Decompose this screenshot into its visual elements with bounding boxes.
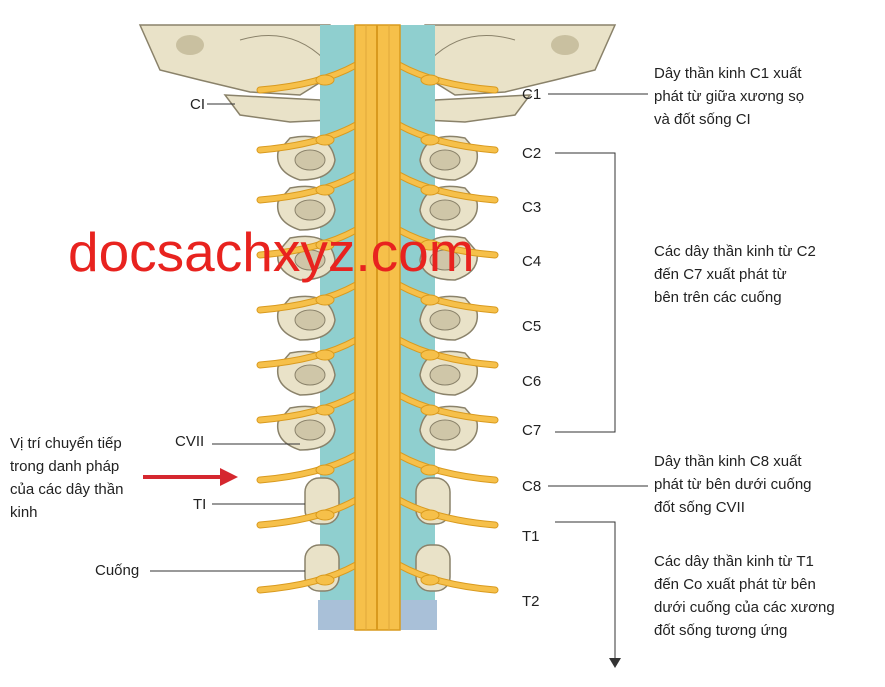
label-cvii: CVII xyxy=(175,433,205,450)
vertebra-foramen-left-5 xyxy=(294,309,326,331)
ganglion-left-9 xyxy=(315,574,335,586)
ganglion-right-0 xyxy=(420,74,440,86)
ganglion-right-5 xyxy=(420,349,440,361)
vertebra-foramen-right-6 xyxy=(429,364,461,386)
nerve-left-1 xyxy=(257,122,359,153)
vertebra-foramen-left-7 xyxy=(294,419,326,441)
label-ti: TI xyxy=(193,496,207,513)
nerve-right-8 xyxy=(396,497,498,528)
note-transition: Vị trí chuyển tiếp trong danh pháp của c… xyxy=(10,435,124,521)
vertebra-foramen-left-2 xyxy=(294,149,326,171)
nerve-right-7 xyxy=(396,452,498,483)
note-c1: Dây thần kinh C1 xuất phát từ giữa xương… xyxy=(654,65,805,128)
ganglion-left-4 xyxy=(315,294,335,306)
nerve-right-9 xyxy=(396,562,498,593)
label-c1: C1 xyxy=(522,86,542,103)
watermark: docsachxyz.com xyxy=(68,221,475,283)
label-t1: T1 xyxy=(522,528,540,545)
ganglion-left-5 xyxy=(315,349,335,361)
nerve-left-3 xyxy=(257,227,359,258)
nerve-right-0 xyxy=(396,62,498,93)
vertebra-foramen-left-6 xyxy=(294,364,326,386)
label-ci: CI xyxy=(190,96,205,113)
label-c2: C2 xyxy=(522,145,542,162)
leader-lines xyxy=(150,93,648,660)
nerve-right-2 xyxy=(396,172,498,203)
note-t1-co: Các dây thần kinh từ T1 đến Co xuất phát… xyxy=(654,553,835,639)
nerve-left-9 xyxy=(257,562,359,593)
label-c3: C3 xyxy=(522,199,542,216)
nerve-left-7 xyxy=(257,452,359,483)
ganglion-right-4 xyxy=(420,294,440,306)
nerve-left-2 xyxy=(257,172,359,203)
ganglion-left-1 xyxy=(315,134,335,146)
skull-base xyxy=(138,24,617,96)
ganglion-left-7 xyxy=(315,464,335,476)
nerve-left-6 xyxy=(257,392,359,423)
vertebra-foramen-right-2 xyxy=(429,149,461,171)
nerve-left-4 xyxy=(257,282,359,313)
transition-arrow xyxy=(143,468,238,486)
ganglion-right-9 xyxy=(420,574,440,586)
ganglion-right-7 xyxy=(420,464,440,476)
ganglion-right-2 xyxy=(420,184,440,196)
ganglion-left-6 xyxy=(315,404,335,416)
nerve-left-0 xyxy=(257,62,359,93)
nerve-left-5 xyxy=(257,337,359,368)
ganglion-left-8 xyxy=(315,509,335,521)
nerve-left-8 xyxy=(257,497,359,528)
label-c4: C4 xyxy=(522,253,542,270)
label-c8: C8 xyxy=(522,478,542,495)
nerve-right-3 xyxy=(396,227,498,258)
vertebra-foramen-right-7 xyxy=(429,419,461,441)
ganglion-right-1 xyxy=(420,134,440,146)
spinal-nerve-roots xyxy=(256,61,499,594)
vertebra-foramen-left-3 xyxy=(294,199,326,221)
ganglion-right-8 xyxy=(420,509,440,521)
ganglion-left-3 xyxy=(315,239,335,251)
note-c2-c7: Các dây thần kinh từ C2 đến C7 xuất phát… xyxy=(654,243,816,306)
note-c8: Dây thần kinh C8 xuất phát từ bên dưới c… xyxy=(654,453,812,516)
ganglion-right-6 xyxy=(420,404,440,416)
vertebra-foramen-right-3 xyxy=(429,199,461,221)
label-t2: T2 xyxy=(522,593,540,610)
label-c7: C7 xyxy=(522,422,542,439)
down-arrow-head xyxy=(609,658,621,668)
vertebra-foramen-right-5 xyxy=(429,309,461,331)
nerve-right-6 xyxy=(396,392,498,423)
label-pedicle: Cuống xyxy=(95,562,140,579)
nerve-right-1 xyxy=(396,122,498,153)
ganglion-left-2 xyxy=(315,184,335,196)
label-c5: C5 xyxy=(522,318,542,335)
label-c6: C6 xyxy=(522,373,542,390)
nerve-right-4 xyxy=(396,282,498,313)
ganglion-right-3 xyxy=(420,239,440,251)
atlas-vertebra xyxy=(223,94,532,123)
ganglion-left-0 xyxy=(315,74,335,86)
nerve-right-5 xyxy=(396,337,498,368)
